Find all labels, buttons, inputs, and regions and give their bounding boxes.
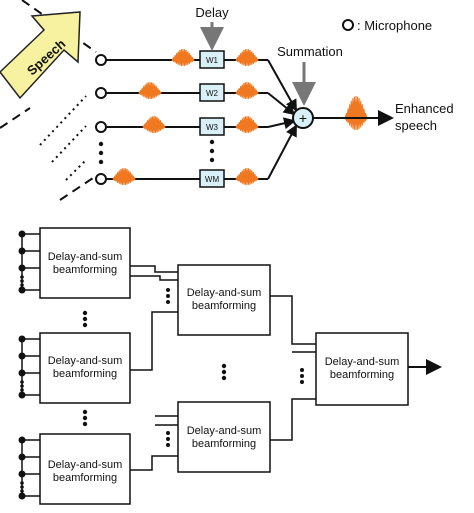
- beamformer-block-right: Delay-and-sum beamforming: [315, 332, 409, 406]
- delayed-waveform: [235, 167, 259, 186]
- weight-box-2: W2: [199, 83, 225, 102]
- block-label-line2: beamforming: [53, 264, 117, 276]
- speech-arrow: Speech: [0, 11, 81, 100]
- block-label-line1: Delay-and-sum: [325, 356, 400, 368]
- microphone-icon: [95, 87, 107, 99]
- ellipsis-mid-inputs-2: [166, 431, 170, 447]
- block-label-line2: beamforming: [330, 369, 394, 381]
- microphone-legend-icon: [342, 19, 354, 31]
- microphone-icon: [18, 470, 26, 478]
- weight-box-1: W1: [199, 50, 225, 69]
- microphone-icon: [18, 492, 26, 500]
- weight-box-3: W3: [199, 117, 225, 136]
- summation-label: Summation: [277, 44, 343, 59]
- microphone-icon: [95, 121, 107, 133]
- microphone-icon: [18, 352, 26, 360]
- ellipsis-left-1: [82, 310, 88, 328]
- delayed-waveform: [235, 115, 259, 134]
- weight-boxes: W1 W2 W3 WM: [199, 50, 225, 188]
- microphone-icon: [18, 247, 26, 255]
- bottom-diagram: Delay-and-sum beamforming Delay-and-sum …: [21, 227, 442, 505]
- microphone-icon: [18, 391, 26, 399]
- block-label-line1: Delay-and-sum: [48, 355, 123, 367]
- delay-label: Delay: [195, 5, 229, 20]
- mic-group-1: [21, 233, 40, 291]
- beamformer-block-mid-1: Delay-and-sum beamforming: [177, 264, 271, 336]
- microphone-ellipsis: [98, 141, 104, 165]
- ellipsis-mid: [221, 363, 227, 381]
- weight-ellipsis: [209, 139, 215, 163]
- block-label-line2: beamforming: [192, 300, 256, 312]
- input-waveform: [112, 167, 136, 186]
- delayed-waveform: [235, 48, 259, 67]
- mic-group-2: [21, 338, 40, 396]
- microphone-icon: [18, 335, 26, 343]
- sum-symbol: +: [299, 110, 307, 126]
- ellipsis-left-2: [82, 409, 88, 427]
- ellipsis-mid-inputs-1: [166, 288, 170, 304]
- microphone-icon: [18, 286, 26, 294]
- microphone-icon: [18, 436, 26, 444]
- input-waveform: [138, 81, 162, 100]
- connections-mid-to-right: [270, 295, 316, 441]
- microphone-icon: [95, 54, 107, 66]
- summation-node: +: [292, 107, 314, 129]
- bottom-dots: [18, 230, 304, 500]
- block-label-line2: beamforming: [192, 438, 256, 450]
- microphone-icon: [95, 173, 107, 185]
- output-label-line2: speech: [395, 118, 437, 133]
- block-label-line1: Delay-and-sum: [187, 425, 262, 437]
- weight-box-m: WM: [199, 169, 225, 188]
- delayed-waveform: [235, 81, 259, 100]
- microphone-legend: : Microphone: [342, 18, 432, 33]
- beamformer-block-left-2: Delay-and-sum beamforming: [39, 332, 131, 404]
- output-label-line1: Enhanced: [395, 101, 454, 116]
- beamformer-block-left-1: Delay-and-sum beamforming: [39, 227, 131, 299]
- weight-label-3: W3: [206, 123, 219, 132]
- block-label-line1: Delay-and-sum: [187, 287, 262, 299]
- block-label-line1: Delay-and-sum: [48, 251, 123, 263]
- top-diagram: Speech: [0, 0, 454, 201]
- microphone-legend-text: : Microphone: [357, 18, 432, 33]
- ellipsis-right-inputs: [300, 368, 304, 384]
- weight-label-2: W2: [206, 89, 219, 98]
- waveforms: [112, 48, 368, 186]
- enhanced-waveform: [344, 95, 368, 131]
- input-waveform: [142, 115, 166, 134]
- microphone-array: [95, 54, 107, 185]
- microphone-icon: [18, 264, 26, 272]
- block-label-line2: beamforming: [53, 368, 117, 380]
- microphone-icon: [18, 369, 26, 377]
- mic-group-3: [21, 439, 40, 497]
- beamformer-block-left-3: Delay-and-sum beamforming: [39, 433, 131, 505]
- block-label-line1: Delay-and-sum: [48, 459, 123, 471]
- speech-arrow-shape: [0, 11, 81, 100]
- microphone-icon: [18, 453, 26, 461]
- weight-label-m: WM: [205, 175, 220, 184]
- block-label-line2: beamforming: [53, 472, 117, 484]
- beamformer-block-mid-2: Delay-and-sum beamforming: [177, 401, 271, 473]
- connections-left-to-mid: [130, 265, 178, 471]
- microphone-icon: [18, 230, 26, 238]
- path-difference-lines: [39, 95, 87, 181]
- weight-label-1: W1: [206, 56, 219, 65]
- input-waveform: [171, 48, 195, 67]
